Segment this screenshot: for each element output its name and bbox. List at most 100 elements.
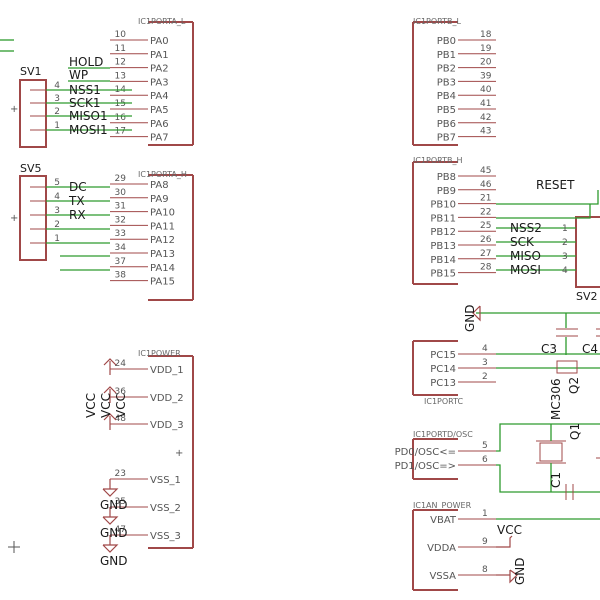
sv5-body	[19, 175, 47, 261]
ic-an-power-label-8: VSSA	[429, 571, 456, 582]
ic-portb-l-num-18: 18	[480, 30, 492, 40]
ic-porta-l-num-13: 13	[115, 71, 126, 81]
vcc-arrow-2	[103, 413, 117, 421]
sv2-net-3: MISO	[510, 249, 541, 263]
ic-portb-h-label-27: PB14	[430, 255, 456, 266]
c1-label: C1	[549, 472, 563, 488]
sv5-net-5: DC	[69, 180, 87, 194]
ic-portb-h-label-45: PB8	[437, 172, 456, 183]
ic-portd-num-5: 5	[482, 441, 488, 451]
ic-portb-l-label-42: PB6	[437, 119, 456, 130]
ic-porta-h-label-32: PA11	[150, 221, 175, 232]
ic-power-num-23: 23	[115, 469, 126, 479]
ic-portb-l-num-42: 42	[480, 113, 491, 123]
sv2-body	[575, 216, 600, 288]
ic-portc-num-3: 3	[482, 358, 488, 368]
ic-portb-h-label-22: PB11	[430, 213, 456, 224]
vcc-label-1: VCC	[99, 393, 113, 418]
ic-portb-l-label-40: PB4	[437, 91, 456, 102]
ic-porta-h-num-38: 38	[115, 271, 127, 281]
ic-porta-l-num-17: 17	[115, 127, 126, 137]
c3-label: C3	[541, 342, 557, 356]
ic-portb-h-num-26: 26	[480, 235, 492, 245]
sv1-num-3: 3	[54, 94, 60, 104]
sv1-num-4: 4	[54, 81, 60, 91]
vssa-gnd-triangle	[509, 569, 518, 584]
ic-portb-l-name: IC1PORTB_L	[413, 17, 462, 26]
ic-porta-h-label-34: PA13	[150, 249, 175, 260]
ic-portb-h-num-27: 27	[480, 249, 491, 259]
sv5-num-3: 3	[54, 206, 60, 216]
vcc-arrow-0	[103, 358, 117, 366]
q1-label: Q1	[568, 423, 582, 440]
ic-portb-l-num-43: 43	[480, 127, 491, 137]
sv2-num-3: 3	[562, 252, 568, 262]
ic-an-power-num-8: 8	[482, 565, 488, 575]
ic-power-label-48: VDD_3	[150, 420, 184, 431]
ic-porta-h-label-31: PA10	[150, 208, 175, 219]
ic-power-num-48: 48	[115, 414, 127, 424]
ic-portb-h-label-28: PB15	[430, 269, 456, 280]
ic-portb-h-num-25: 25	[480, 221, 491, 231]
sv2-net-4: MOSI	[510, 263, 541, 277]
ic-porta-h-num-33: 33	[115, 229, 126, 239]
gnd-triangle-0	[102, 488, 119, 497]
vcc-arrow-1	[103, 386, 117, 394]
vcc-label-2: VCC	[114, 393, 128, 418]
q2-value: MC306	[549, 378, 563, 420]
vdda-vcc-label: VCC	[497, 523, 522, 537]
ic-portc-num-4: 4	[482, 344, 488, 354]
ic-porta-h-label-33: PA12	[150, 235, 175, 246]
gnd-triangle-1	[102, 516, 119, 525]
sv1-net-4: NSS1	[69, 83, 101, 97]
ic-power-num-36: 36	[115, 387, 127, 397]
ic-portb-l-num-39: 39	[480, 71, 492, 81]
wire-pb11	[496, 204, 591, 219]
ic-portb-h-label-25: PB12	[430, 227, 456, 238]
sv2-num-2: 2	[562, 238, 568, 248]
ic-an-power-num-9: 9	[482, 537, 488, 547]
ic-an-power-num-1: 1	[482, 509, 488, 519]
ic-portb-l-label-43: PB7	[437, 133, 456, 144]
ic-portb-l-label-19: PB1	[437, 50, 456, 61]
gnd-label-2: GND	[100, 554, 128, 568]
sv5-num-4: 4	[54, 192, 60, 202]
ic-porta-l-label-17: PA7	[150, 133, 169, 144]
ic-porta-l-label-16: PA6	[150, 119, 169, 130]
ic-portc-label-2: PC13	[430, 378, 456, 389]
ic-porta-l-num-10: 10	[115, 30, 127, 40]
ic-porta-h-num-30: 30	[115, 188, 127, 198]
ic-portc-label-3: PC14	[430, 364, 456, 375]
ic-porta-l-label-11: PA1	[150, 50, 169, 61]
ic-portb-l-label-41: PB5	[437, 105, 456, 116]
ic-portc-name: IC1PORTC	[424, 397, 464, 406]
sv2-num-4: 4	[562, 266, 568, 276]
c4-label: C4	[582, 342, 598, 356]
ic-porta-h-label-38: PA15	[150, 277, 175, 288]
ic-portd-label-6: PD1/OSC=>	[395, 461, 456, 472]
ic-power-num-35: 35	[115, 497, 126, 507]
wire-osc-out	[496, 464, 600, 493]
sv1-num-2: 2	[54, 107, 60, 117]
ic-porta-h-name: IC1PORTA_H	[138, 170, 187, 179]
ic-porta-h-num-37: 37	[115, 257, 126, 267]
ic-portb-h-num-46: 46	[480, 180, 492, 190]
sv5-num-5: 5	[54, 178, 60, 188]
sv1-num-1: 1	[54, 121, 60, 131]
vcc-label-0: VCC	[84, 393, 98, 418]
net-hold: HOLD	[69, 55, 103, 69]
ic-porta-l-label-10: PA0	[150, 36, 169, 47]
sv2-net-2: SCK	[510, 235, 535, 249]
sv5-net-4: TX	[68, 194, 85, 208]
ic-an-power-label-1: VBAT	[430, 515, 457, 526]
sv5-origin-mark: +	[10, 213, 18, 224]
vdda-vcc-arrow	[496, 535, 513, 548]
ic-porta-l-label-14: PA4	[150, 91, 169, 102]
ic-portb-l-num-41: 41	[480, 99, 491, 109]
q1-body	[539, 442, 563, 462]
ic-portd-num-6: 6	[482, 455, 488, 465]
gnd-top-triangle	[472, 305, 481, 322]
ic-porta-l-label-12: PA2	[150, 64, 169, 75]
ic-power-label-23: VSS_1	[150, 475, 181, 486]
